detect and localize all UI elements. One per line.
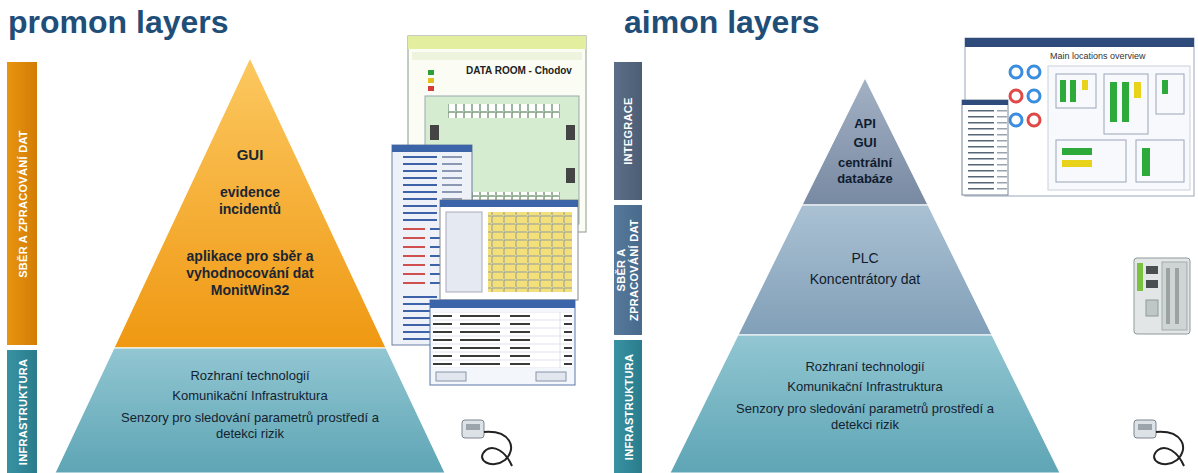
tier-outline — [802, 78, 928, 205]
tier-text: GUI — [237, 146, 264, 164]
pyramid-tier: Rozhraní technologiíKomunikační Infrastr… — [55, 348, 445, 473]
tier-shape — [738, 205, 992, 335]
band-label-holder: INFRASTRUKTURA — [614, 340, 642, 473]
tier-text: GUI — [853, 135, 876, 151]
sensor-icon — [462, 420, 512, 466]
software-screenshot — [962, 38, 1194, 196]
tier-text: PLC — [851, 250, 878, 267]
software-screenshot — [430, 300, 575, 385]
band-label: INFRASTRUKTURA — [622, 353, 635, 459]
heading: promon layers — [8, 4, 229, 41]
band-label-holder: SBĚR A ZPRACOVÁNÍ DAT — [7, 62, 37, 345]
layer-band: INTEGRACE — [614, 62, 642, 200]
pyramid-tier: PLC Koncentrátory dat — [738, 205, 992, 335]
tier-text: evidence incidentů — [200, 184, 300, 218]
tier-text: centrální databáze — [829, 155, 901, 186]
layer-band: INFRASTRUKTURA — [7, 350, 37, 473]
layer-band: INFRASTRUKTURA — [614, 340, 642, 473]
pyramid-tier: API GUI centrální databáze — [802, 78, 928, 205]
band-label: SBĚR A ZPRACOVÁNÍ DAT — [615, 215, 640, 325]
band-label: SBĚR A ZPRACOVÁNÍ DAT — [16, 130, 29, 278]
band-label: INTEGRACE — [622, 97, 635, 164]
pyramid-tier: Rozhraní technologiíKomunikační Infrastr… — [670, 335, 1060, 473]
screen-title: DATA ROOM - Chodov — [466, 65, 572, 76]
tier-outline — [55, 348, 445, 473]
tier-text: Rozhraní technologií — [805, 359, 924, 375]
tier-text: API — [854, 116, 876, 132]
band-label-holder: INFRASTRUKTURA — [7, 350, 37, 473]
tier-text: Senzory pro sledování parametrů prostřed… — [720, 401, 1010, 432]
tier-text: Senzory pro sledování parametrů prostřed… — [105, 410, 395, 441]
tier-text: Rozhraní technologií — [190, 368, 309, 384]
tier-text: aplikace pro sběr a vyhodnocování dat Mo… — [165, 248, 335, 298]
tier-text: Komunikační Infrastruktura — [172, 388, 327, 404]
layer-band: SBĚR A ZPRACOVÁNÍ DAT — [614, 205, 642, 335]
sensor-icon — [1134, 420, 1184, 466]
tier-outline — [114, 58, 386, 348]
tier-text: Komunikační Infrastruktura — [787, 379, 942, 395]
plc-device — [1134, 258, 1190, 334]
tier-outline — [738, 205, 992, 335]
tier-text: Koncentrátory dat — [810, 271, 921, 288]
screen-title: Main locations overview — [1050, 51, 1146, 61]
layer-band: SBĚR A ZPRACOVÁNÍ DAT — [7, 62, 37, 345]
band-label-holder: INTEGRACE — [614, 62, 642, 200]
band-label: INFRASTRUKTURA — [16, 358, 29, 464]
heading: aimon layers — [624, 4, 820, 41]
pyramid-tier: GUI evidence incidentů aplikace pro sběr a… — [114, 58, 386, 348]
tier-outline — [670, 335, 1060, 473]
software-screenshot — [440, 200, 578, 300]
band-label-holder: SBĚR A ZPRACOVÁNÍ DAT — [614, 205, 642, 335]
